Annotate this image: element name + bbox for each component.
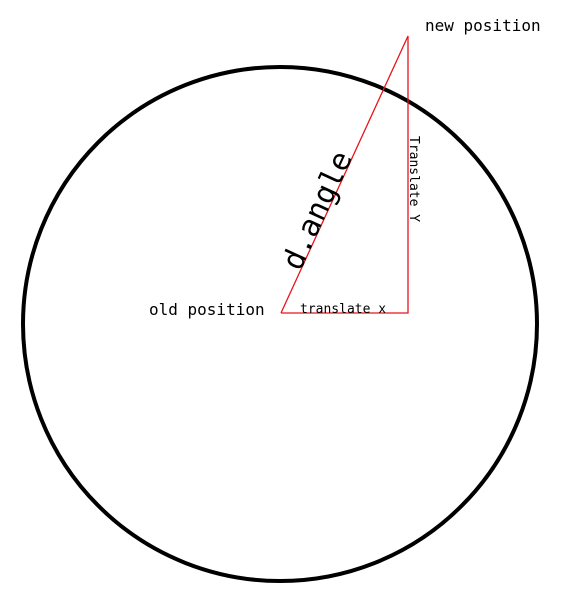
angle-label: d.angle — [275, 146, 359, 276]
circle — [21, 65, 539, 583]
translate-x-label: translate x — [300, 302, 386, 317]
old-position-label: old position — [149, 300, 265, 319]
new-position-label: new position — [425, 16, 541, 35]
translation-triangle — [280, 35, 409, 314]
translate-y-label: Translate Y — [406, 136, 421, 222]
